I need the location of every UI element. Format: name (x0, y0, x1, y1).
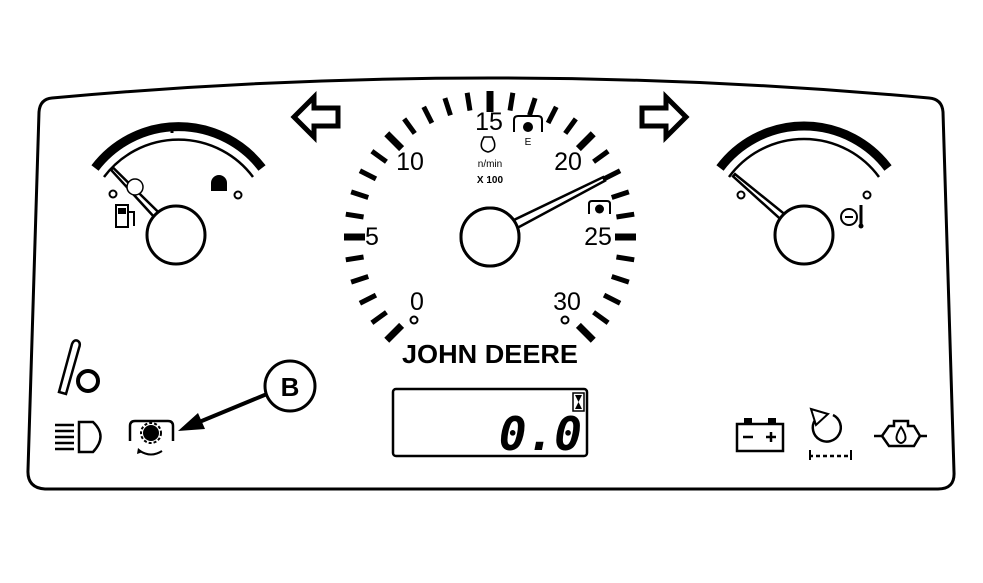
coolant-temperature-icon (840, 205, 864, 229)
tach-tick (384, 322, 405, 343)
tach-dot-right (560, 315, 570, 325)
tach-tick (345, 211, 364, 220)
callout-circle (263, 359, 317, 413)
tach-unit-label: n/min (478, 159, 502, 170)
tach-tick (527, 97, 538, 117)
tachometer: 0 5 10 15 20 25 30 n/min X 100 E (344, 91, 636, 343)
fuel-full-level-icon (211, 175, 227, 191)
tach-tick (610, 189, 630, 200)
tach-label-5: 5 (365, 223, 379, 251)
tach-label-30: 30 (553, 288, 581, 316)
right-turn-arrow-icon (639, 90, 690, 144)
tach-tick (602, 292, 622, 306)
panel-outline (26, 76, 956, 491)
tach-tick (442, 97, 453, 117)
tach-tick (616, 211, 635, 220)
tach-tick (592, 310, 610, 325)
glow-plug-icon (57, 339, 100, 396)
callout-label: B (281, 372, 300, 402)
tach-tick (358, 168, 378, 182)
fuel-gauge-arc-inner (102, 138, 255, 178)
temp-gauge-hub (773, 204, 835, 266)
tach-tick (545, 105, 559, 125)
fuel-gauge-hub (145, 204, 207, 266)
temp-cold-dot (736, 190, 746, 200)
lcd-display: 0.0 (391, 387, 589, 461)
pto-icon (128, 419, 175, 456)
tach-tick (358, 292, 378, 306)
tach-tick (575, 131, 596, 152)
tach-tick (384, 131, 405, 152)
tach-tick (575, 322, 596, 343)
fuel-pump-icon (115, 204, 135, 228)
tach-dot-left (409, 315, 419, 325)
temp-gauge-arc-outer (716, 121, 892, 171)
tach-multiplier-label: X 100 (477, 175, 504, 186)
tach-label-25: 25 (584, 223, 612, 251)
callout-arrowhead (178, 413, 205, 431)
temp-hot-dot (862, 190, 872, 200)
engine-speed-icon (480, 136, 496, 153)
tach-label-10: 10 (396, 148, 424, 176)
tach-label-15: 15 (475, 108, 503, 136)
tach-tick (370, 310, 388, 325)
headlight-icon (55, 420, 102, 454)
tach-tick (464, 92, 473, 111)
lcd-frame (391, 387, 589, 458)
tach-tick (507, 92, 516, 111)
temp-gauge-arc-inner (727, 137, 881, 178)
left-turn-arrow-icon (290, 90, 341, 144)
pto-e-indicator-icon: E (513, 115, 543, 148)
tach-label-0: 0 (410, 288, 424, 316)
tach-tick (370, 149, 388, 164)
tach-label-20: 20 (554, 148, 582, 176)
brand-logo: JOHN DEERE (402, 339, 578, 369)
oil-pressure-icon (874, 419, 927, 448)
tachometer-ticks (344, 91, 636, 343)
fuel-gauge-arc-outer (91, 122, 266, 171)
fuel-empty-level-icon (126, 178, 144, 196)
lcd-value: 0.0 (499, 407, 582, 461)
tach-tick (610, 274, 630, 285)
tach-tick (345, 254, 364, 263)
tach-tick (563, 117, 578, 135)
tach-tick (350, 274, 370, 285)
tach-tick (616, 254, 635, 263)
tach-indicator-e-label: E (525, 137, 532, 148)
battery-charge-icon (735, 418, 785, 453)
fuel-full-dot (233, 190, 243, 200)
tach-tick (592, 149, 610, 164)
tachometer-hub-cap (459, 206, 521, 268)
pto-small-icon (588, 200, 611, 214)
tach-tick (421, 105, 435, 125)
tach-tick (402, 117, 417, 135)
transmission-icon (809, 407, 852, 460)
callout-leader-line (191, 392, 268, 427)
hourglass-icon (572, 392, 585, 412)
tach-tick (602, 168, 622, 182)
tachometer-scale-labels: 0 5 10 15 20 25 30 (365, 108, 612, 316)
fuel-empty-dot (108, 189, 118, 199)
fuel-gauge (91, 122, 266, 266)
tach-tick (350, 189, 370, 200)
callout-b: B (178, 359, 317, 431)
temp-gauge (716, 121, 892, 266)
